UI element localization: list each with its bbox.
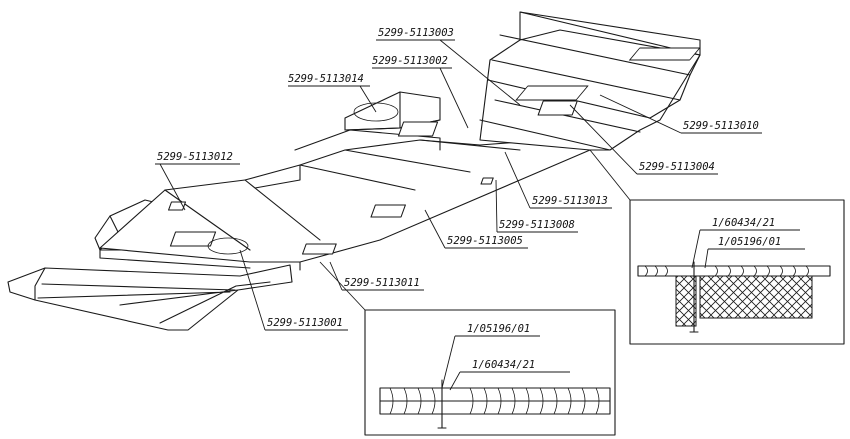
- detail-bottom-label-top: 1/05196/01: [467, 323, 530, 335]
- hatch-5113008: [480, 177, 494, 185]
- callout-5113005: 5299-5113005: [447, 235, 523, 247]
- callout-labels: 5299-5113003 5299-5113002 5299-5113014 5…: [157, 27, 759, 329]
- detail-right-label-bottom: 1/05196/01: [718, 236, 781, 248]
- callout-5113012: 5299-5113012: [157, 151, 233, 163]
- callout-5113001: 5299-5113001: [267, 317, 343, 329]
- leader-lines: [155, 39, 762, 331]
- hatch-5113003: [537, 100, 578, 116]
- detail-right-support: [675, 275, 697, 327]
- hatch-5113004: [515, 85, 589, 101]
- detail-view-right: 1/60434/21 1/05196/01: [629, 199, 845, 345]
- callout-5113014: 5299-5113014: [288, 73, 364, 85]
- detail-right-label-top: 1/60434/21: [712, 217, 775, 229]
- callout-5113002: 5299-5113002: [372, 55, 448, 67]
- hatch-5113005: [370, 204, 406, 218]
- hatch-5113002: [397, 121, 439, 137]
- hatch-5113001: [169, 231, 217, 247]
- callout-5113004: 5299-5113004: [639, 161, 715, 173]
- callout-5113013: 5299-5113013: [532, 195, 608, 207]
- detail-bottom-label-bottom: 1/60434/21: [472, 359, 535, 371]
- callout-5113008: 5299-5113008: [499, 219, 575, 231]
- detail-right-insulation: [699, 275, 813, 319]
- callout-5113010: 5299-5113010: [683, 120, 759, 132]
- hatch-5113011: [301, 243, 337, 255]
- floor-assembly: [7, 11, 701, 331]
- detail-right-frame: [629, 199, 845, 345]
- marker-5113001: [207, 237, 249, 255]
- callout-5113011: 5299-5113011: [344, 277, 420, 289]
- detail-bottom-frame: [364, 309, 616, 436]
- callout-5113003: 5299-5113003: [378, 27, 454, 39]
- hatch-5113010: [628, 47, 701, 61]
- marker-5113014: [353, 102, 399, 122]
- detail-view-bottom: 1/05196/01 1/60434/21: [364, 309, 616, 436]
